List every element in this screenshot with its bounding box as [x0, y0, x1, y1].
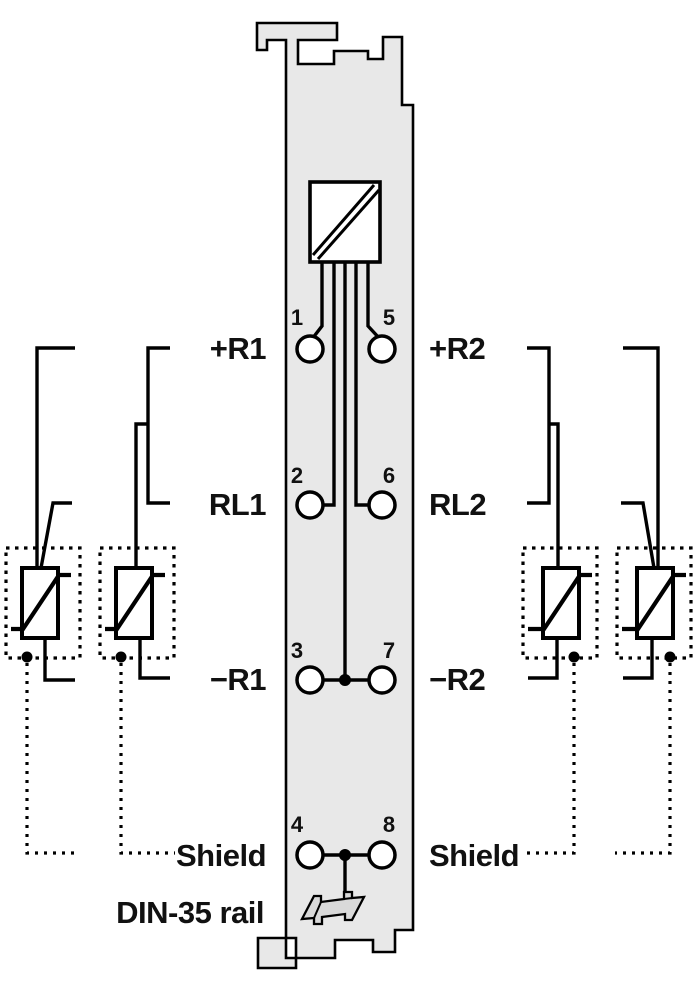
isolation-diagonal-2 — [316, 189, 381, 260]
shield-junction-dot — [339, 849, 351, 861]
rtd-diagonal — [622, 572, 686, 632]
terminal-number-4: 4 — [291, 812, 304, 837]
minus-junction-dot — [339, 674, 351, 686]
shield-drain-dot — [21, 651, 33, 663]
jumper-plus-r1-rl1 — [146, 346, 170, 505]
terminal-number-3: 3 — [291, 638, 303, 663]
terminal-7-contact — [367, 665, 397, 695]
label-minus-r2: −R2 — [429, 662, 485, 697]
sensor-dotted-enclosure — [521, 546, 599, 660]
terminal-6-contact — [367, 490, 397, 520]
wire-to-terminal-6 — [354, 262, 369, 507]
shield-drain-dotted-wire — [119, 663, 175, 855]
lead-top — [549, 422, 560, 568]
rtd-sensor-right-outer — [615, 346, 693, 855]
wire-to-terminal-1 — [310, 262, 324, 341]
terminal-8-contact — [367, 840, 397, 870]
din-rail-detail — [313, 897, 353, 919]
terminal-2-contact — [295, 490, 325, 520]
rtd-diagonal — [11, 572, 71, 632]
lead-minus-r2 — [623, 638, 654, 680]
module-bottom-hook — [256, 936, 298, 970]
shield-drain-dot — [664, 651, 676, 663]
shield-drain-dotted-wire — [521, 663, 576, 855]
label-rl2: RL2 — [429, 487, 486, 522]
lead-rl2 — [621, 501, 656, 569]
terminal-numbers: 1 5 2 6 3 7 4 8 — [291, 305, 395, 837]
lead-plus-r2 — [623, 346, 660, 568]
label-rl1: RL1 — [209, 487, 266, 522]
lead-minus-r1 — [138, 638, 170, 680]
rtd-diagonal — [528, 572, 592, 632]
terminal-3-contact — [295, 665, 325, 695]
rtd-sensor-left-inner — [98, 346, 176, 855]
terminal-number-1: 1 — [291, 305, 303, 330]
signal-labels: +R1 +R2 RL1 RL2 −R1 −R2 Shield Shield DI… — [116, 331, 519, 930]
shield-drain-dot — [568, 651, 580, 663]
terminal-number-2: 2 — [291, 463, 303, 488]
lead-top — [134, 422, 148, 568]
terminal-5-contact — [367, 334, 397, 364]
wire-to-terminal-2 — [323, 262, 336, 507]
lead-plus-r1 — [35, 346, 75, 568]
lead-minus-r2 — [528, 638, 559, 680]
terminal-contacts — [295, 334, 397, 870]
din-rail-icon — [300, 890, 366, 926]
shield-drain-dotted-wire — [25, 663, 80, 855]
electronics-symbol — [308, 180, 382, 264]
terminal-1-contact — [295, 334, 325, 364]
sensor-dotted-enclosure — [615, 546, 693, 660]
wire-to-terminal-5 — [366, 262, 382, 341]
terminal-number-8: 8 — [383, 812, 395, 837]
terminal-number-6: 6 — [383, 463, 395, 488]
label-plus-r1: +R1 — [210, 331, 266, 366]
shield-drain-dot — [115, 651, 127, 663]
terminal-number-7: 7 — [383, 638, 395, 663]
label-minus-r1: −R1 — [210, 662, 266, 697]
shield-drain-dotted-wire — [615, 663, 672, 855]
jumper-plus-r2-rl2 — [527, 346, 551, 505]
isolation-box-icon — [308, 180, 382, 264]
label-din-rail: DIN-35 rail — [116, 895, 264, 930]
din-rail-profile — [300, 890, 366, 926]
isolation-diagonal-1 — [311, 184, 376, 256]
label-plus-r2: +R2 — [429, 331, 485, 366]
rtd-diagonal — [105, 572, 165, 632]
terminal-4-contact — [295, 840, 325, 870]
label-shield-right: Shield — [429, 838, 519, 873]
rtd-sensor-right-inner — [521, 346, 599, 855]
lead-rl1 — [39, 501, 72, 569]
rtd-sensor-left-outer — [4, 346, 82, 855]
terminal-number-5: 5 — [383, 305, 395, 330]
label-shield-left: Shield — [176, 838, 266, 873]
lead-minus-r1 — [43, 638, 75, 682]
